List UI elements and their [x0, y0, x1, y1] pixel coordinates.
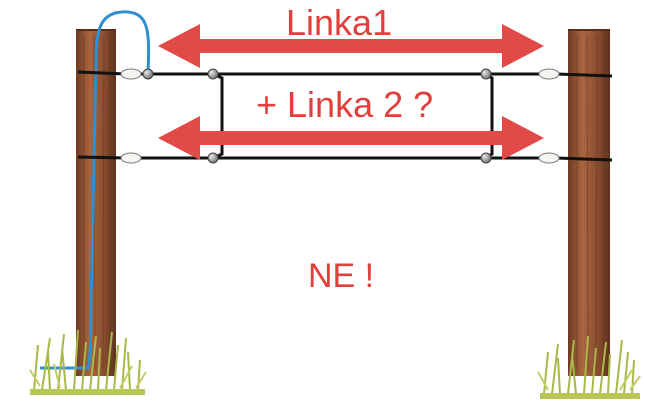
- insulator-icon: [120, 68, 560, 164]
- wire-line-1: [77, 70, 613, 78]
- wire-line-2: [77, 155, 613, 162]
- wire-connector-icon: [142, 68, 492, 164]
- label-line-1: Linka1: [286, 2, 393, 43]
- right-post: [568, 29, 610, 376]
- electric-cable-icon: [40, 10, 151, 370]
- double-arrow-icon: [158, 24, 544, 68]
- double-arrow-icon: [158, 116, 544, 160]
- grass-icon: [537, 335, 641, 399]
- label-line-2: + Linka 2 ?: [256, 84, 434, 125]
- label-verdict: NE !: [308, 257, 375, 295]
- grass-icon: [29, 329, 147, 395]
